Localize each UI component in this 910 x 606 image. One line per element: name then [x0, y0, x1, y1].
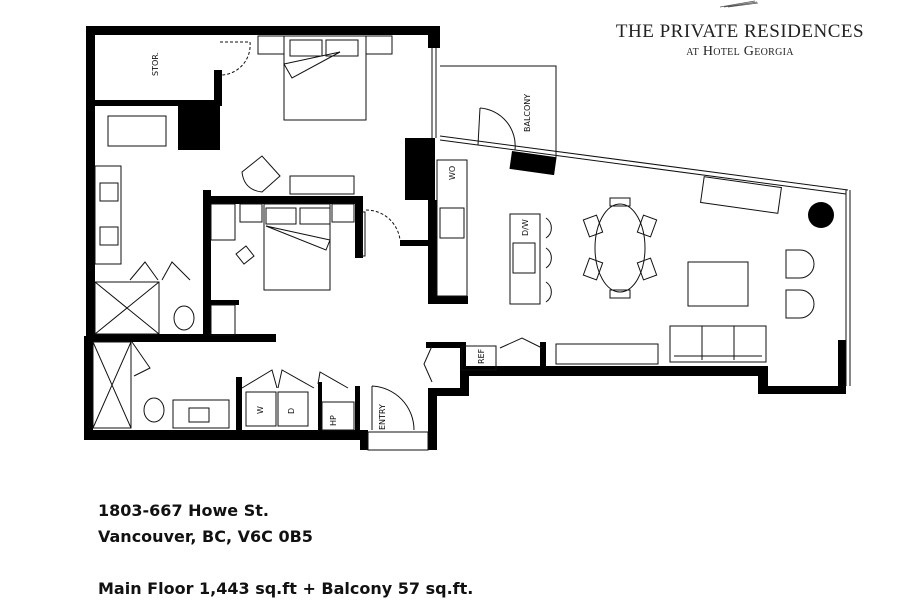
- refrigerator: [461, 345, 497, 371]
- shower-2: [92, 341, 132, 429]
- exterior-walls: [84, 26, 846, 450]
- island-sink: [512, 242, 536, 274]
- brand-header: THE PRIVATE RESIDENCES at Hotel Georgia: [600, 20, 880, 60]
- media-console: [700, 176, 782, 214]
- toilet-2: [143, 397, 165, 423]
- master-bed: [283, 35, 367, 121]
- brand-subtitle: at Hotel Georgia: [686, 44, 794, 59]
- label-entry: ENTRY: [378, 404, 387, 430]
- fixtures-and-furniture: [92, 35, 851, 451]
- coffee-table: [687, 261, 749, 307]
- label-washer: W: [256, 406, 265, 414]
- bench: [555, 343, 659, 365]
- dryer: [277, 391, 309, 427]
- label-dryer: D: [287, 408, 296, 414]
- heat-pump: [321, 401, 355, 431]
- vanity-2: [172, 399, 230, 429]
- balcony-door: [477, 107, 516, 151]
- label-refrigerator: REF: [477, 348, 486, 364]
- second-bed: [263, 203, 331, 291]
- label-storage: STOR.: [151, 52, 160, 76]
- address-line-2: Vancouver, BC, V6C 0B5: [98, 527, 313, 546]
- dining-table: [594, 203, 646, 293]
- armchair-2: [785, 289, 815, 319]
- balcony-outline: [440, 65, 557, 158]
- sofa: [669, 325, 767, 363]
- armchair-1: [785, 249, 815, 279]
- label-wall-oven: WO: [448, 166, 457, 180]
- address-line-1: 1803-667 Howe St.: [98, 501, 269, 520]
- brand-title: THE PRIVATE RESIDENCES: [615, 21, 865, 42]
- label-dishwasher: D/W: [521, 219, 530, 236]
- room-labels: STOR. BALCONY WO D/W REF W D HP ENTRY: [151, 52, 532, 430]
- cooktop: [439, 207, 465, 239]
- brand-logo-mark: [719, 0, 759, 8]
- shower-1: [94, 281, 160, 335]
- listing-info: 1803-667 Howe St. Vancouver, BC, V6C 0B5…: [98, 498, 473, 602]
- floor-plan: STOR. BALCONY WO D/W REF W D HP ENTRY: [84, 26, 851, 451]
- label-balcony: BALCONY: [523, 94, 532, 132]
- bathtub: [107, 115, 167, 147]
- label-heat-pump: HP: [329, 415, 338, 426]
- washer: [245, 391, 277, 427]
- area-summary: Main Floor 1,443 sq.ft + Balcony 57 sq.f…: [98, 579, 474, 598]
- toilet-1: [173, 305, 195, 331]
- kitchen-island: [509, 213, 541, 305]
